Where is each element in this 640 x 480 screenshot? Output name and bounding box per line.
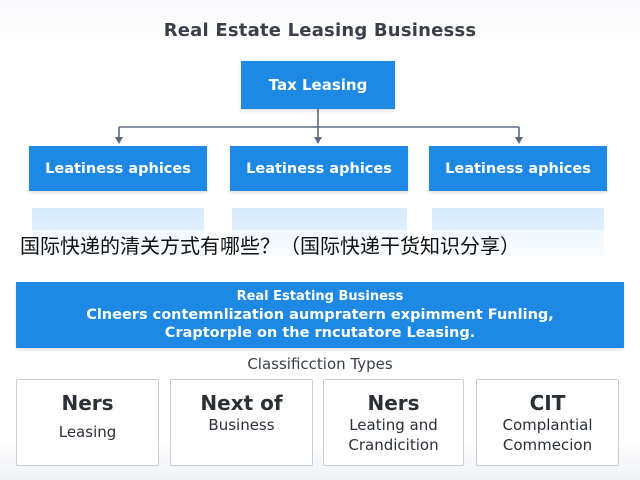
arrowhead-right [515,137,523,144]
classification-card-2: Next of Business [170,379,313,466]
card-line-1: Leating and [349,416,438,434]
card-title: Next of [200,391,283,415]
classification-card-4: CIT Complantial Commecion [476,379,619,466]
mid-node-3: Leatiness aphices [429,146,607,191]
top-node-tax-leasing: Tax Leasing [241,61,395,109]
classification-card-1: Ners Leasing [16,379,159,466]
classification-card-3: Ners Leating and Crandicition [323,379,464,466]
card-line-1: Leasing [58,423,117,441]
diagram-title: Real Estate Leasing Businesss [163,20,477,41]
card-title: Ners [367,391,420,415]
overlay-caption: 国际快递的清关方式有哪些？（国际快递干货知识分享） [20,230,620,259]
classification-heading: Classificction Types [247,355,393,373]
banner-line-2: Clneers contemnlization aumpratern expim… [86,307,554,323]
card-line-2: Commecion [502,436,593,454]
card-title: CIT [529,391,566,415]
card-line-2: Crandicition [348,436,439,454]
mid-node-1: Leatiness aphices [29,146,207,191]
mid-node-2: Leatiness aphices [230,146,408,191]
banner-line-3: Craptorple on the rncutatore Leasing. [164,325,476,341]
arrowhead-left [115,137,123,144]
banner-heading: Real Estating Business [236,289,404,304]
arrowhead-center [314,137,322,144]
card-title: Ners [61,391,114,415]
business-banner: Real Estating Business Clneers contemnli… [16,282,624,348]
card-line-1: Complantial [502,416,593,434]
card-line-1: Business [208,416,275,434]
